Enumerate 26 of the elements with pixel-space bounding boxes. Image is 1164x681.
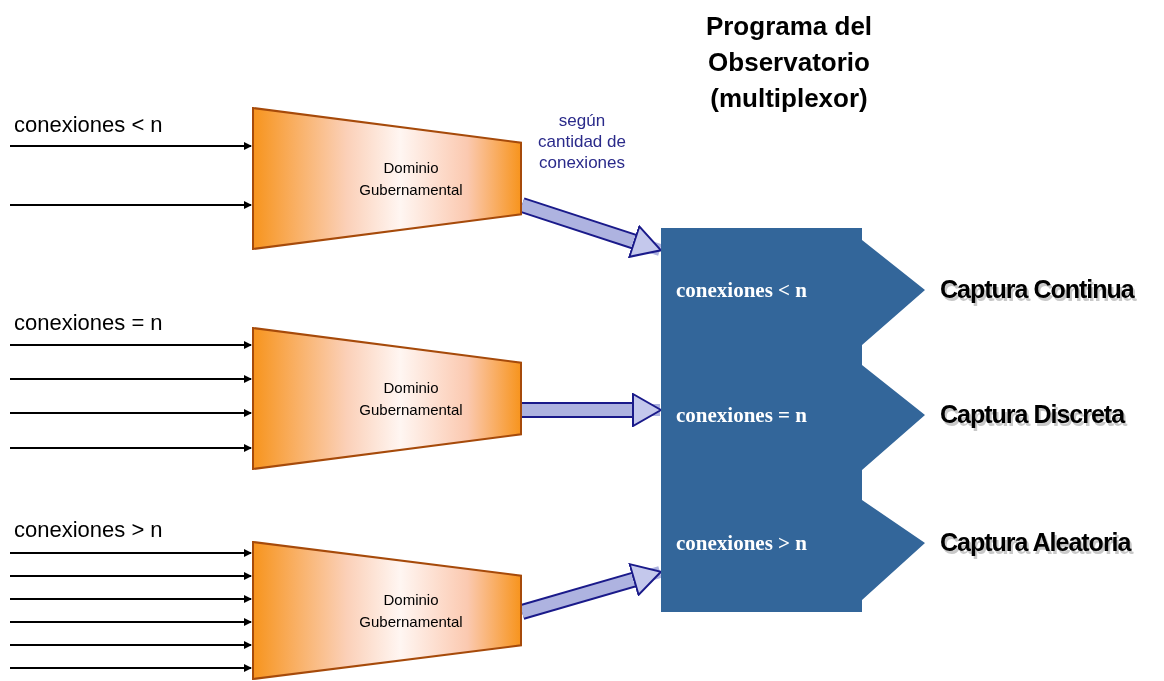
section-label: conexiones < n xyxy=(676,277,807,303)
section-label: conexiones = n xyxy=(676,402,807,428)
arrow xyxy=(9,641,252,649)
block-arrow xyxy=(522,393,662,427)
arrow xyxy=(9,664,252,672)
group-label: conexiones = n xyxy=(14,309,163,337)
arrow xyxy=(9,201,252,209)
panel-heading: Programa del Observatorio (multiplexor) xyxy=(704,10,874,115)
arrow xyxy=(9,375,252,383)
arrow xyxy=(9,572,252,580)
group-label: conexiones < n xyxy=(14,111,163,139)
arrow xyxy=(9,142,252,150)
node-label: Dominio Gubernamental xyxy=(358,157,464,200)
group-label: conexiones > n xyxy=(14,516,163,544)
output-label: Captura Aleatoria xyxy=(940,527,1131,557)
arrow xyxy=(9,618,252,626)
arrow xyxy=(9,595,252,603)
output-label: Captura Continua xyxy=(940,274,1134,304)
node-label: Dominio Gubernamental xyxy=(358,589,464,632)
arrow xyxy=(9,409,252,417)
output-label: Captura Discreta xyxy=(940,399,1125,429)
arrow xyxy=(9,341,252,349)
section-label: conexiones > n xyxy=(676,530,807,556)
arrow xyxy=(9,549,252,557)
arrow xyxy=(9,444,252,452)
node-label: Dominio Gubernamental xyxy=(358,377,464,420)
